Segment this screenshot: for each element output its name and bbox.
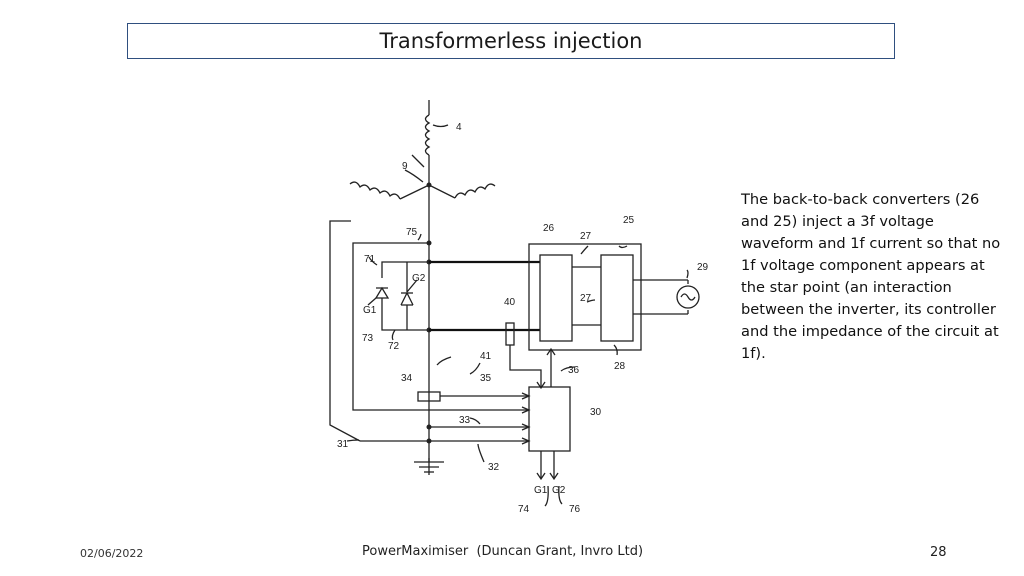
thyristor-pair — [352, 240, 528, 411]
controller-30 — [360, 386, 571, 481]
slide-description: The back-to-back converters (26 and 25) … — [741, 191, 1001, 362]
label-out-g2: G2 — [552, 485, 566, 496]
converter-25-26 — [528, 243, 700, 351]
ground-symbol — [414, 458, 444, 473]
label-72: 72 — [388, 341, 400, 352]
label-35: 35 — [480, 373, 492, 384]
slide-title: Transformerless injection — [379, 29, 643, 53]
label-31: 31 — [337, 439, 349, 450]
label-27a: 27 — [580, 231, 592, 242]
label-76: 76 — [569, 504, 581, 515]
label-out-g1: G1 — [534, 485, 548, 496]
footer-date: 02/06/2022 — [80, 547, 144, 560]
label-33: 33 — [459, 415, 471, 426]
label-71: 71 — [364, 254, 376, 265]
inductor-4 — [424, 100, 449, 156]
footer-center-text: PowerMaximiser (Duncan Grant, Invro Ltd) — [362, 544, 644, 559]
label-26: 26 — [543, 223, 555, 234]
label-36: 36 — [568, 365, 580, 376]
label-40: 40 — [504, 297, 516, 308]
label-30: 30 — [590, 407, 602, 418]
label-28: 28 — [614, 361, 626, 372]
label-27b: 27 — [580, 293, 592, 304]
label-34: 34 — [401, 373, 413, 384]
page-number: 28 — [930, 545, 947, 560]
current-sensor-40 — [505, 322, 556, 390]
label-41: 41 — [480, 351, 492, 362]
slide-title-box: Transformerless injection — [127, 23, 895, 59]
label-25: 25 — [623, 215, 635, 226]
label-9: 9 — [402, 161, 408, 172]
label-g2: G2 — [412, 273, 426, 284]
label-32: 32 — [488, 462, 500, 473]
label-74: 74 — [518, 504, 530, 515]
label-g1: G1 — [363, 305, 377, 316]
label-73: 73 — [362, 333, 374, 344]
label-4: 4 — [456, 122, 462, 133]
label-29: 29 — [697, 262, 709, 273]
label-75: 75 — [406, 227, 418, 238]
